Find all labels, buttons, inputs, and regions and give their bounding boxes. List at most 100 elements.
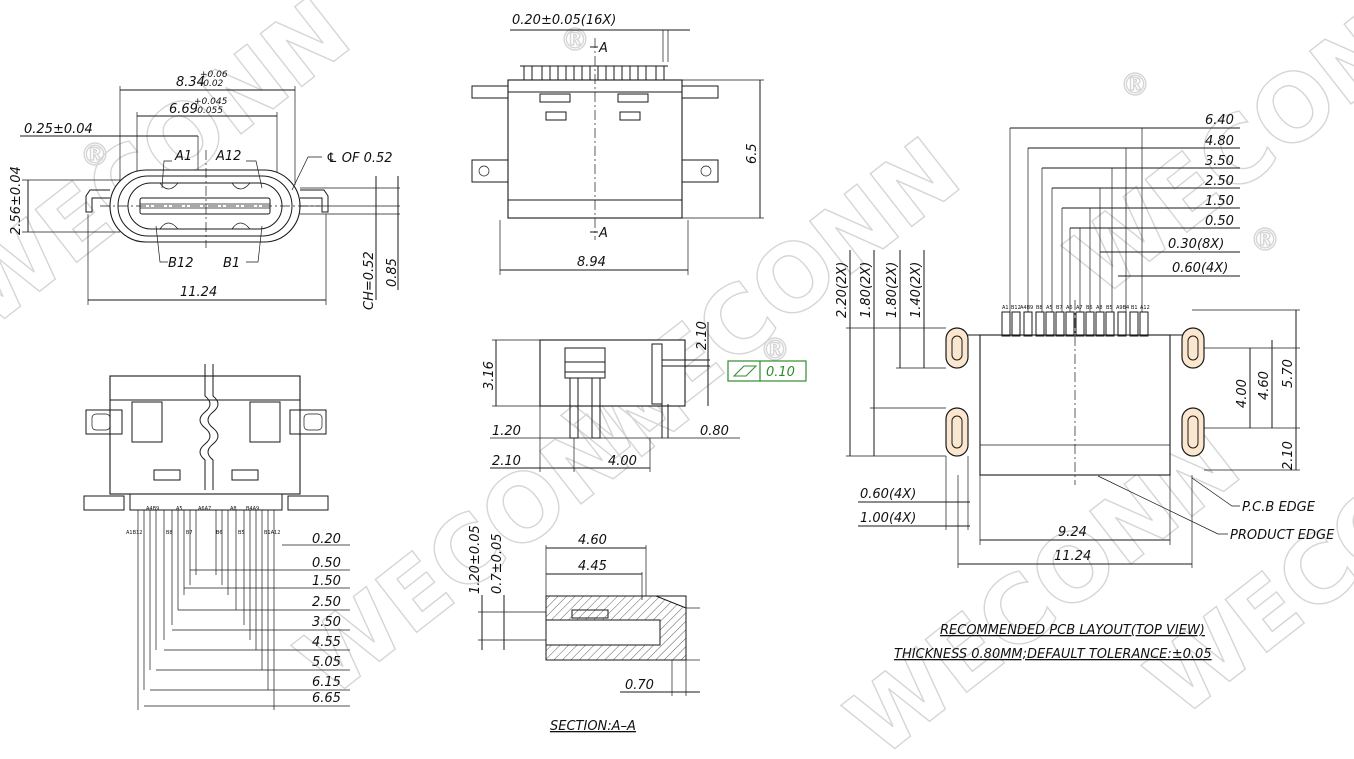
section-mark-top: A [598,41,608,56]
watermark-symbol: ® [560,23,590,58]
pad-label-1: B12 [1011,305,1021,311]
pcb-top-dim-0: 6.40 [1205,113,1234,128]
label-pcb-edge: P.C.B EDGE [1242,500,1316,515]
dim-foot2: 2.10 [492,454,521,469]
dim-bottom-5: 4.55 [312,635,341,650]
signal-pads [1001,311,1149,337]
pin-label-top-1: A5 [176,506,183,512]
label-pin-b1: B1 [223,256,240,271]
pad-label-6: A6 [1066,305,1073,311]
pcb-top-dim-7: 0.60(4X) [1172,261,1228,276]
pcb-top-dim-6: 0.30(8X) [1168,237,1224,252]
pin-label-bottom-4: B5 [238,530,245,536]
label-pin-a1: A1 [174,149,192,164]
section-title: SECTION:A–A [550,719,636,734]
pin-label-top-3: A8 [230,506,237,512]
dim-inner-width-tol-minus: -0.055 [194,106,223,116]
pcb-layout-note: THICKNESS 0.80MM;DEFAULT TOLERANCE:±0.05 [894,647,1212,662]
mounting-slot-pads [945,327,1205,457]
pcb-top-dim-4: 1.50 [1205,194,1234,209]
pcb-top-dim-1: 4.80 [1205,134,1234,149]
pcb-bottom-dim-1: 1.00(4X) [860,511,916,526]
dim-overall-thk: 1.20±0.05 [468,525,483,594]
pcb-top-dim-5: 0.50 [1205,214,1234,229]
dim-outer-len: 4.60 [578,533,607,548]
dim-standoff: 2.10 [695,321,710,350]
pad-label-4: A5 [1046,305,1053,311]
pin-label-bottom-3: B6 [216,530,223,536]
label-pin-b12: B12 [168,256,193,271]
dim-overall-width-tol-minus: -0.02 [200,79,224,89]
dim-bottom-7: 6.15 [312,675,341,690]
section-view: 4.60 4.45 1.20±0.05 0.7±0.05 0.70 SECTIO… [468,525,700,734]
dim-overall-width-tol-plus: +0.06 [200,70,228,80]
pcb-right-dim-2: 5.70 [1281,359,1296,388]
pin-label-top-2: A6A7 [198,506,211,512]
pcb-bottom-dims: 0.60(4X) 1.00(4X) 9.24 11.24 [860,487,1091,564]
dim-overall-width: 8.34 [176,75,205,90]
pad-label-0: A1 [1002,305,1009,311]
pad-label-9: A8 [1096,305,1103,311]
label-pin-a12: A12 [215,149,241,164]
pcb-right-dim-1: 4.60 [1257,371,1272,400]
dim-foot1: 1.20 [492,424,521,439]
section-shell-hatched [545,595,687,661]
dim-bottom-6: 5.05 [312,655,341,670]
pcb-right-dims: 4.00 4.60 5.70 2.10 [1235,359,1296,470]
pcb-top-dim-2: 3.50 [1205,154,1234,169]
pcb-layout: A1 B12 A4B9 B8 A5 B7 A6 A7 B6 A8 B5 A9B4… [835,113,1335,662]
dim-bottom-0: 0.20 [312,532,341,547]
pcb-right-dim-0: 4.00 [1235,379,1250,408]
dim-total-width: 11.24 [180,285,217,300]
pad-label-10: B5 [1106,305,1113,311]
dim-span: 4.00 [608,454,637,469]
side-view-body [539,339,686,407]
pad-labels: A1 B12 A4B9 B8 A5 B7 A6 A7 B6 A8 B5 A9B4… [1002,305,1150,311]
pcb-left-dims: 2.20(2X) 1.80(2X) 1.80(2X) 1.40(2X) [835,262,924,318]
bottom-view-dims: 0.20 0.50 1.50 2.50 3.50 4.55 5.05 6.15 … [312,532,341,706]
pad-label-3: B8 [1036,305,1043,311]
watermark-symbol: ® [1120,68,1150,103]
pcb-top-dim-3: 2.50 [1205,174,1234,189]
pcb-bottom-dim-3: 11.24 [1054,549,1091,564]
dim-inner-len: 4.45 [578,559,607,574]
pad-label-8: B6 [1086,305,1093,311]
pcb-left-dim-3: 1.40(2X) [909,262,924,318]
pin-label-bottom-1: B8 [166,530,173,536]
watermark-symbol: ® [1250,223,1280,258]
pin-label-top-4: B4A9 [246,506,259,512]
dim-height: 2.56±0.04 [9,166,24,235]
pad-label-12: B1 [1131,305,1138,311]
pad-label-2: A4B9 [1020,305,1033,311]
dim-bottom-4: 3.50 [312,615,341,630]
dim-depth: 6.5 [745,143,760,164]
dim-bottom-3: 2.50 [312,595,341,610]
dim-inner-thk: 0.7±0.05 [490,533,505,594]
section-mark-bottom: A [598,226,608,241]
pcb-bottom-dim-2: 9.24 [1058,525,1087,540]
dim-bottom-1: 0.50 [312,556,341,571]
pcb-right-dim-3: 2.10 [1281,441,1296,470]
pcb-top-dims: 6.40 4.80 3.50 2.50 1.50 0.50 0.30(8X) 0… [1168,113,1234,276]
dim-bottom-8: 6.65 [312,691,341,706]
pcb-left-dim-1: 1.80(2X) [859,262,874,318]
dim-width: 8.94 [577,255,606,270]
pcb-left-dim-0: 2.20(2X) [835,262,850,318]
dim-flatness: 0.10 [766,365,795,380]
pad-label-5: B7 [1056,305,1063,311]
bottom-view: 0.20 0.50 1.50 2.50 3.50 4.55 5.05 6.15 … [83,364,350,710]
dim-centerline: ℄ OF 0.52 [326,151,393,166]
bottom-view-pin-labels: A4B9 A5 A6A7 A8 B4A9 A1B12 B8 B7 B6 B5 B… [126,506,280,536]
front-view: 8.34 +0.06 -0.02 6.69 +0.045 -0.055 0.25… [9,70,400,310]
dim-chamfer: CH=0.52 [362,251,377,310]
pad-label-13: A12 [1140,305,1150,311]
pad-label-7: A7 [1076,305,1083,311]
dim-lip: 0.70 [625,678,654,693]
dim-bottom-2: 1.50 [312,574,341,589]
flatness-symbol-icon [732,365,758,377]
watermark-symbol: ® [80,138,110,173]
dim-side-height: 3.16 [482,361,497,390]
pcb-layout-title: RECOMMENDED PCB LAYOUT(TOP VIEW) [940,623,1205,638]
dim-shell-thickness: 0.85 [385,258,400,287]
